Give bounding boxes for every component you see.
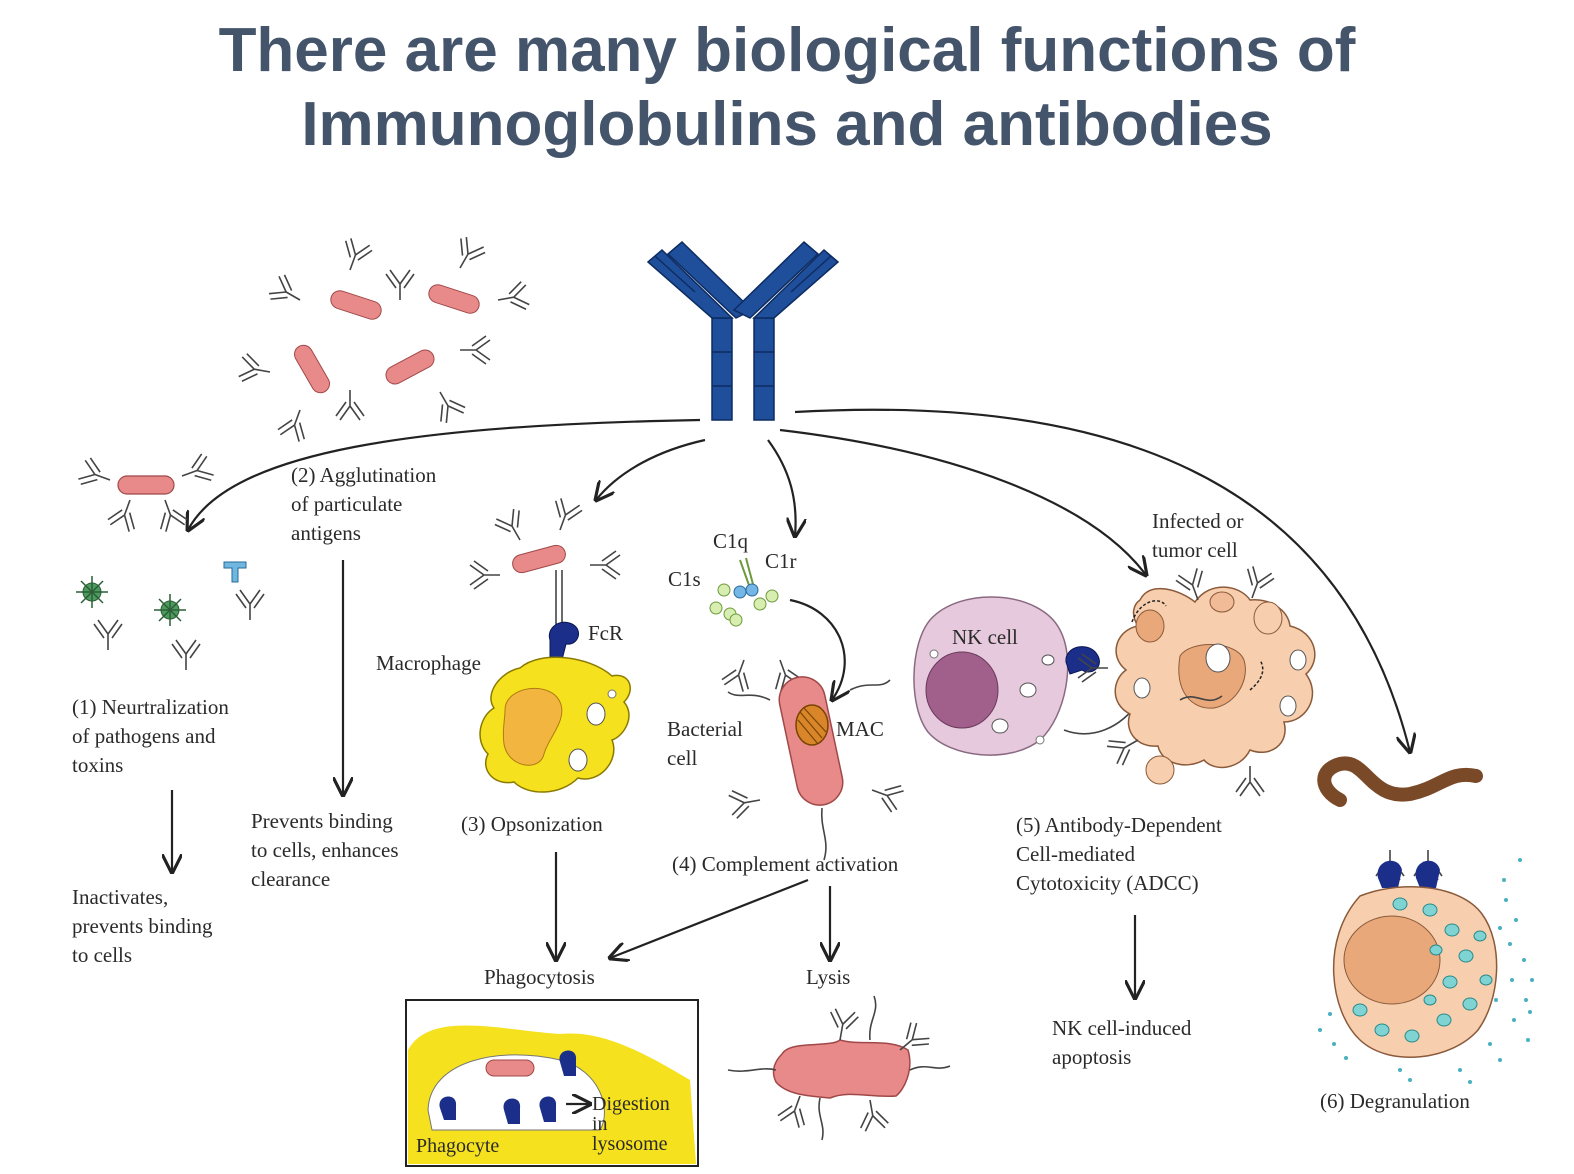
released-granules — [1318, 858, 1534, 1084]
macrophage-icon — [479, 656, 631, 793]
agglutination-outcome-3: clearance — [251, 867, 330, 891]
virus-icon — [154, 594, 186, 626]
neutralization-label-2: of pathogens and — [72, 724, 216, 748]
toxin-icon — [223, 561, 247, 583]
infected-cell-label-2: tumor cell — [1152, 538, 1238, 562]
fc-receptor-icon — [548, 621, 580, 661]
adcc-label-3: Cytotoxicity (ADCC) — [1016, 871, 1199, 895]
neutralization-label-3: toxins — [72, 753, 123, 777]
parasite-icon — [1317, 756, 1483, 807]
digestion-label-1: Digestion — [592, 1093, 670, 1115]
agglutination-label-1: (2) Agglutination — [291, 463, 437, 487]
function-arrows — [172, 408, 1410, 998]
neutralization-outcome-3: to cells — [72, 943, 132, 967]
lysed-bacterium-icon — [727, 995, 951, 1141]
title-line-1: There are many biological functions of — [218, 16, 1356, 85]
agglutination-illustration — [237, 234, 531, 444]
fcr-label: FcR — [588, 621, 623, 645]
degranulation-label: (6) Degranulation — [1320, 1089, 1470, 1113]
bacterial-cell-label-2: cell — [667, 746, 697, 770]
page-title: There are many biological functions of I… — [0, 14, 1574, 162]
neutralization-label-1: (1) Neurtralization — [72, 695, 229, 719]
opsonization-label: (3) Opsonization — [461, 812, 603, 836]
digestion-label-3: lysosome — [592, 1133, 668, 1155]
neutralization-outcome-2: prevents binding — [72, 914, 213, 938]
complement-illustration — [709, 557, 906, 861]
target-cell-icon — [1077, 564, 1316, 797]
virus-icon — [76, 576, 108, 608]
nk-outcome-2: apoptosis — [1052, 1045, 1131, 1069]
c1s-label: C1s — [668, 567, 701, 591]
neutralization-outcome-1: Inactivates, — [72, 885, 168, 909]
agglutination-label-2: of particulate — [291, 492, 402, 516]
c1-complex-icon — [709, 557, 779, 627]
phagocyte-label: Phagocyte — [416, 1135, 499, 1157]
complement-label: (4) Complement activation — [672, 852, 899, 876]
nk-fc-receptor-icon — [1065, 646, 1100, 675]
degranulation-illustration — [1317, 756, 1534, 1084]
c1r-label: C1r — [765, 549, 797, 573]
nk-outcome-1: NK cell-induced — [1052, 1016, 1192, 1040]
mac-pore-icon — [795, 704, 829, 746]
antibody-icon — [646, 240, 840, 421]
granules — [1352, 897, 1493, 1043]
macrophage-label: Macrophage — [376, 651, 481, 675]
adcc-label-2: Cell-mediated — [1016, 842, 1135, 866]
c1q-label: C1q — [713, 529, 749, 553]
title-line-2: Immunoglobulins and antibodies — [301, 90, 1273, 159]
digestion-label-2: in — [592, 1113, 608, 1135]
infected-cell-label-1: Infected or — [1152, 509, 1244, 533]
adcc-label-1: (5) Antibody-Dependent — [1016, 813, 1222, 837]
phagocyte-panel — [405, 999, 699, 1167]
nk-cell-label: NK cell — [952, 625, 1018, 649]
agglutination-outcome-2: to cells, enhances — [251, 838, 399, 862]
phagocytosis-label: Phagocytosis — [484, 965, 595, 989]
agglutination-outcome-1: Prevents binding — [251, 809, 393, 833]
lysis-label: Lysis — [806, 965, 850, 989]
bacterial-cell-label-1: Bacterial — [667, 717, 743, 741]
mac-label: MAC — [836, 717, 884, 741]
opsonization-illustration — [469, 496, 631, 793]
neutralization-illustration — [76, 451, 265, 671]
agglutination-label-3: antigens — [291, 521, 361, 545]
nk-cell-icon — [913, 596, 1069, 756]
